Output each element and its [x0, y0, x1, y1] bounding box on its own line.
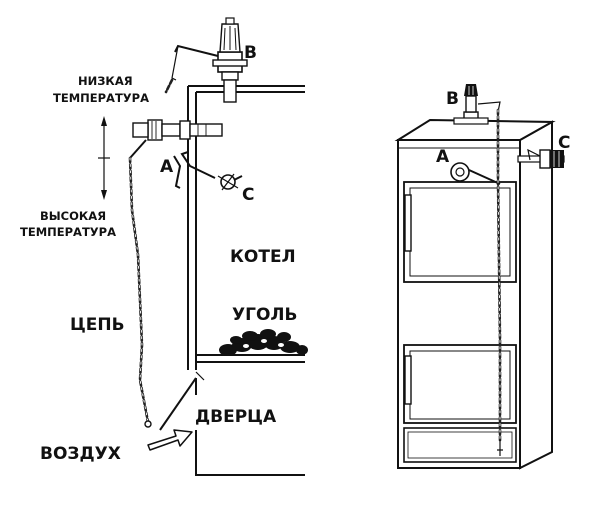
label-c-exterior: C [558, 133, 570, 153]
boiler-wall [187, 85, 305, 370]
label-coal: УГОЛЬ [232, 305, 297, 325]
upper-door [403, 181, 517, 283]
coal-pile [219, 329, 308, 356]
label-high-temperature-line1: ВЫСОКАЯ [40, 209, 106, 223]
draft-door-flap [159, 377, 197, 431]
air-arrow [147, 429, 193, 451]
label-b-section: B [244, 43, 257, 63]
label-door: ДВЕРЦА [195, 407, 277, 427]
ash-drawer [403, 427, 517, 463]
label-a-section: A [160, 157, 174, 177]
chain-exterior-end [497, 440, 503, 456]
cross-section-view [98, 17, 308, 476]
chain-hook-top [164, 78, 174, 94]
grate-line [196, 354, 305, 363]
damper-c-section [217, 173, 243, 191]
upper-door-handle [404, 194, 412, 252]
boiler-top-face [394, 118, 556, 141]
boiler-side-face [519, 120, 553, 470]
regulator-b-low-position [171, 17, 248, 103]
label-chain: ЦЕПЬ [70, 315, 125, 335]
draft-door-hinge [195, 371, 205, 381]
label-b-exterior: B [446, 89, 459, 109]
temperature-scale [98, 116, 110, 200]
regulator-b-exterior [453, 84, 501, 125]
regulator-c-exterior [517, 148, 565, 169]
exterior-boiler-view [394, 84, 565, 470]
regulator-a-high-position [129, 119, 223, 189]
label-low-temperature-line2: ТЕМПЕРАТУРА [53, 91, 149, 105]
label-high-temperature-line2: ТЕМПЕРАТУРА [20, 225, 116, 239]
label-air: ВОЗДУХ [40, 444, 121, 464]
lower-door [403, 344, 517, 424]
label-a-exterior: A [436, 147, 450, 167]
chain-left [128, 156, 150, 424]
label-boiler: КОТЕЛ [230, 247, 296, 267]
regulator-a-exterior [450, 162, 501, 185]
ash-section-wall [195, 378, 305, 476]
label-c-section: C [242, 185, 254, 205]
lower-door-handle [404, 355, 412, 405]
label-low-temperature-line1: НИЗКАЯ [78, 74, 133, 88]
